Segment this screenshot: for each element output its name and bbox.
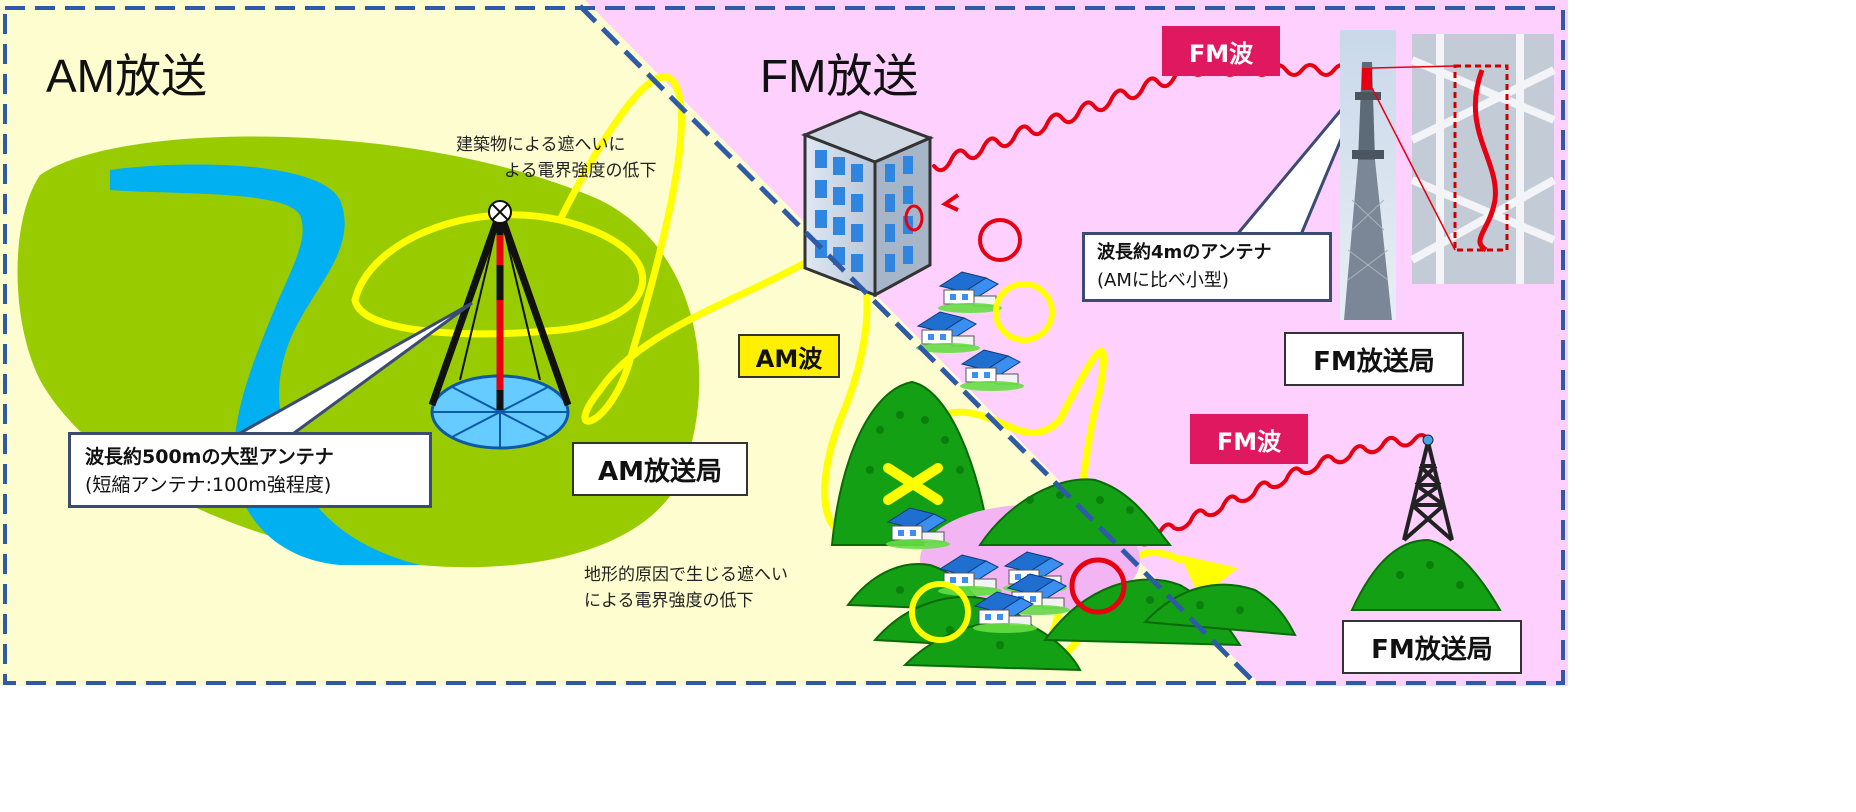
am-wave-path — [351, 73, 1184, 668]
am-antenna-callout-line2: (短縮アンテナ:100m強程度) — [85, 474, 332, 496]
sky-tree-photo — [1340, 30, 1396, 320]
mountain-icon — [978, 478, 1173, 546]
diagram-canvas — [0, 0, 1568, 686]
mountain-icon — [830, 380, 992, 546]
am-station-label: AM放送局 — [572, 442, 748, 496]
mountain-dots — [866, 411, 1464, 649]
terrain-note-line2: による電界強度の低下 — [584, 591, 754, 611]
fm-station-label-top: FM放送局 — [1284, 332, 1464, 386]
region-divider — [578, 4, 1260, 686]
fm-wave-top-arrow — [940, 193, 960, 212]
fm-antenna-callout-line2: (AMに比べ小型) — [1097, 270, 1229, 291]
fm-wave-tag-bottom: FM波 — [1190, 414, 1308, 464]
zoom-lines — [1371, 65, 1456, 251]
fm-station-label-bottom: FM放送局 — [1342, 620, 1522, 674]
outer-frame — [3, 6, 1565, 685]
fm-wave-tag-top: FM波 — [1162, 26, 1280, 76]
terrain-note: 地形的原因で生じる遮へい による電界強度の低下 — [584, 562, 788, 614]
am-wave-arrowhead — [1180, 555, 1238, 598]
river — [110, 164, 560, 565]
cross-mark — [883, 463, 943, 505]
am-title: AM放送 — [46, 50, 207, 102]
ok-circle — [909, 581, 971, 643]
fm-wave-bottom — [1108, 433, 1430, 562]
building-impact-marker — [904, 204, 924, 232]
am-antenna-callout: 波長約500mの大型アンテナ (短縮アンテナ:100m強程度) — [68, 432, 432, 508]
am-tower-icon — [428, 200, 572, 450]
building-note-line1: 建築物による遮へいに — [456, 135, 626, 155]
terrain-note-line1: 地形的原因で生じる遮へい — [584, 565, 788, 585]
tower-detail-photo — [1410, 34, 1556, 284]
building-note-line2: よる電界強度の低下 — [504, 161, 657, 181]
am-antenna-callout-line1: 波長約500mの大型アンテナ — [85, 446, 334, 468]
fm-title: FM放送 — [760, 50, 919, 102]
fm-tower-tip — [1422, 434, 1434, 446]
building-windows — [815, 150, 913, 272]
am-wave-tag: AM波 — [738, 334, 840, 378]
broadcast-comparison-diagram: AM放送 FM放送 建築物による遮へいに よる電界強度の低下 地形的原因で生じる… — [0, 0, 1568, 686]
ok-circle — [1069, 557, 1127, 615]
fm-antenna-callout: 波長約4mのアンテナ (AMに比べ小型) — [1082, 232, 1332, 302]
mountain-icon — [1350, 538, 1502, 611]
ok-circle — [993, 281, 1055, 343]
ok-circle — [978, 218, 1022, 262]
fm-antenna-callout-line1: 波長約4mのアンテナ — [1097, 242, 1272, 263]
building-note: 建築物による遮へいに よる電界強度の低下 — [456, 132, 657, 184]
fm-tower-icon — [1402, 441, 1454, 542]
